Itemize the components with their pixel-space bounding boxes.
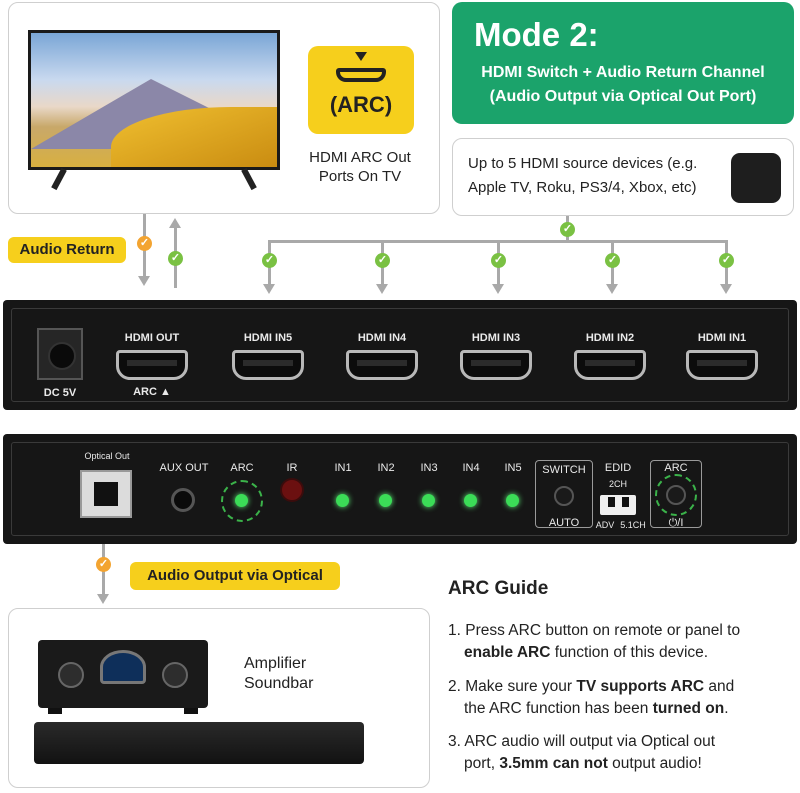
auto-label: AUTO bbox=[548, 517, 580, 529]
in1-led bbox=[336, 494, 349, 507]
in4-led-label: IN4 bbox=[462, 462, 480, 474]
power-label: ⏻/I bbox=[668, 517, 684, 529]
hdmi-in1-port bbox=[686, 350, 758, 380]
guide-item-3: 3. ARC audio will output via Optical out… bbox=[448, 733, 716, 772]
arc-port-badge: (ARC) bbox=[308, 46, 414, 134]
sources-text: Up to 5 HDMI source devices (e.g. Apple … bbox=[468, 155, 698, 196]
aux-out-jack bbox=[171, 488, 195, 512]
hdmi-in5-port bbox=[232, 350, 304, 380]
hdmi-in3-label: HDMI IN3 bbox=[471, 332, 521, 344]
guide-item-1: 1. Press ARC button on remote or panel t… bbox=[448, 622, 741, 661]
amplifier-label: Amplifier bbox=[244, 655, 307, 672]
edid-51ch-label: 5.1CH bbox=[620, 520, 646, 530]
in4-led bbox=[464, 494, 477, 507]
arrow-down-icon bbox=[263, 284, 275, 294]
arrow-down-icon bbox=[97, 594, 109, 604]
guide-title: ARC Guide bbox=[448, 578, 549, 599]
hdmi-in2-label: HDMI IN2 bbox=[585, 332, 635, 344]
check-icon: ✓ bbox=[605, 253, 620, 268]
hdmi-out-label: HDMI OUT bbox=[124, 332, 180, 344]
hdmi-in5-label: HDMI IN5 bbox=[243, 332, 293, 344]
arc-power-button[interactable] bbox=[666, 485, 686, 505]
edid-dip-switch[interactable] bbox=[600, 495, 636, 515]
in1-led-label: IN1 bbox=[334, 462, 352, 474]
in2-led-label: IN2 bbox=[377, 462, 395, 474]
hdmi-in3-port bbox=[460, 350, 532, 380]
in5-led bbox=[506, 494, 519, 507]
arc-badge-label: (ARC) bbox=[329, 92, 393, 117]
apple-tv-icon bbox=[731, 153, 781, 203]
check-icon: ✓ bbox=[719, 253, 734, 268]
check-icon: ✓ bbox=[137, 236, 152, 251]
in3-led bbox=[422, 494, 435, 507]
arrow-down-icon bbox=[720, 284, 732, 294]
audio-return-tag: Audio Return bbox=[8, 237, 126, 263]
optical-out-port bbox=[80, 470, 132, 518]
ir-label: IR bbox=[286, 462, 298, 474]
mode-banner: Mode 2: HDMI Switch + Audio Return Chann… bbox=[452, 2, 794, 124]
edid-label: EDID bbox=[604, 462, 632, 474]
arrow-down-icon bbox=[138, 276, 150, 286]
arrow-up-icon bbox=[169, 218, 181, 228]
arc-led-label: ARC bbox=[230, 462, 254, 474]
in5-led-label: IN5 bbox=[504, 462, 522, 474]
hdmi-in2-port bbox=[574, 350, 646, 380]
arc-button-highlight bbox=[655, 474, 697, 516]
hdmi-in4-label: HDMI IN4 bbox=[357, 332, 407, 344]
check-icon: ✓ bbox=[96, 557, 111, 572]
check-icon: ✓ bbox=[168, 251, 183, 266]
mode-subtitle-1: HDMI Switch + Audio Return Channel bbox=[481, 64, 765, 81]
amplifier-caption: Amplifier Soundbar bbox=[244, 654, 313, 694]
check-icon: ✓ bbox=[375, 253, 390, 268]
hdmi-in4-port bbox=[346, 350, 418, 380]
hdmi-out-port bbox=[116, 350, 188, 380]
edid-2ch-label: 2CH bbox=[608, 479, 627, 489]
in2-led bbox=[379, 494, 392, 507]
dc-power-jack bbox=[37, 328, 83, 380]
arc-port-label: ARC ▲ bbox=[133, 386, 171, 398]
arc-button-label: ARC bbox=[664, 462, 688, 474]
in3-led-label: IN3 bbox=[420, 462, 438, 474]
ir-sensor bbox=[280, 478, 304, 502]
check-icon: ✓ bbox=[560, 222, 575, 237]
mode-subtitle-2: (Audio Output via Optical Out Port) bbox=[489, 88, 757, 105]
amplifier-image bbox=[38, 640, 208, 714]
arrow-down-icon bbox=[606, 284, 618, 294]
arc-led bbox=[235, 494, 248, 507]
arc-led-highlight bbox=[221, 480, 263, 522]
check-icon: ✓ bbox=[491, 253, 506, 268]
arc-arrow-icon bbox=[355, 52, 367, 61]
soundbar-image bbox=[34, 722, 364, 764]
tv-image bbox=[28, 30, 280, 170]
dc-label: DC 5V bbox=[43, 387, 77, 399]
guide-item-2: 2. Make sure your TV supports ARC and th… bbox=[448, 678, 735, 717]
arc-button-frame bbox=[650, 460, 702, 528]
optical-tag: Audio Output via Optical bbox=[130, 562, 340, 590]
optical-label: Optical Out bbox=[84, 451, 130, 461]
arrow-down-icon bbox=[492, 284, 504, 294]
edid-adv-label: ADV bbox=[595, 520, 615, 530]
switch-button[interactable] bbox=[554, 486, 574, 506]
tv-caption: HDMI ARC Out Ports On TV bbox=[309, 149, 411, 185]
hdmi-port-icon bbox=[336, 68, 386, 82]
hdmi-in1-label: HDMI IN1 bbox=[697, 332, 747, 344]
switch-label: SWITCH bbox=[542, 464, 586, 476]
arrow-down-icon bbox=[376, 284, 388, 294]
switch-button-frame bbox=[535, 460, 593, 528]
soundbar-label: Soundbar bbox=[244, 675, 314, 692]
aux-label: AUX OUT bbox=[159, 462, 209, 474]
check-icon: ✓ bbox=[262, 253, 277, 268]
mode-title: Mode 2: bbox=[474, 16, 599, 53]
